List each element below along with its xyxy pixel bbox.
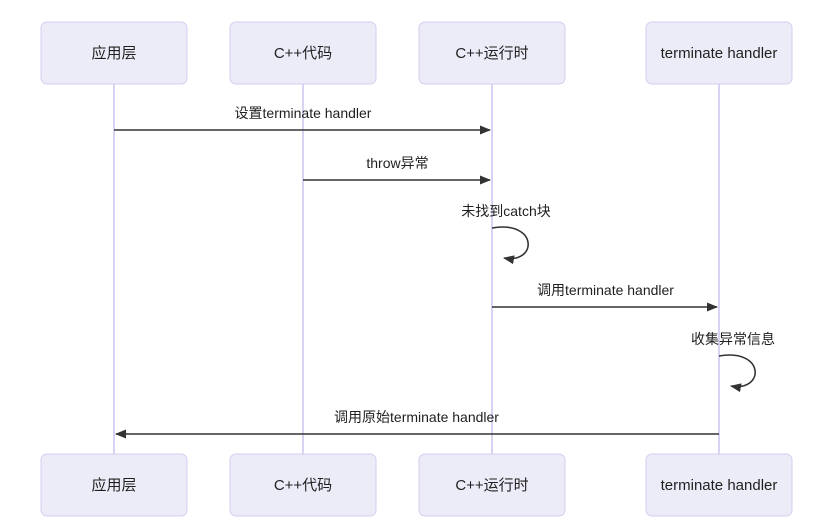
participant-label: 应用层 bbox=[91, 44, 136, 62]
participant-box bbox=[645, 453, 793, 517]
participant-cppcode-top[interactable]: C++代码 bbox=[229, 21, 377, 85]
self-message-arrow bbox=[718, 354, 756, 393]
message-3[interactable]: 未找到catch块 bbox=[461, 203, 551, 265]
message-label: 调用原始terminate handler bbox=[334, 409, 499, 425]
participant-label: C++运行时 bbox=[455, 477, 528, 494]
participant-label: terminate handler bbox=[661, 477, 778, 494]
message-label: throw异常 bbox=[366, 155, 428, 171]
message-6[interactable]: 调用原始terminate handler bbox=[115, 409, 719, 439]
message-2[interactable]: throw异常 bbox=[303, 155, 491, 185]
participant-app-bottom[interactable]: 应用层 bbox=[40, 453, 188, 517]
participant-label: terminate handler bbox=[661, 45, 778, 62]
participant-label: C++代码 bbox=[274, 477, 332, 494]
participant-label: C++代码 bbox=[274, 45, 332, 62]
participant-handler-bottom[interactable]: terminate handler bbox=[645, 453, 793, 517]
participant-handler-top[interactable]: terminate handler bbox=[645, 21, 793, 85]
participant-cppruntime-bottom[interactable]: C++运行时 bbox=[418, 453, 566, 517]
participant-box bbox=[418, 453, 566, 517]
participant-boxes-top: 应用层 C++代码 C++运行时 terminate handler bbox=[40, 21, 793, 85]
message-label: 设置terminate handler bbox=[235, 105, 372, 121]
participant-box bbox=[40, 453, 188, 517]
message-4[interactable]: 调用terminate handler bbox=[492, 282, 718, 312]
participant-box bbox=[645, 21, 793, 85]
message-label: 调用terminate handler bbox=[537, 282, 674, 298]
participant-cppcode-bottom[interactable]: C++代码 bbox=[229, 453, 377, 517]
messages-group: 设置terminate handler throw异常未找到catch块调用ter… bbox=[114, 105, 775, 439]
lifelines-group bbox=[113, 84, 720, 454]
participant-box bbox=[229, 21, 377, 85]
participant-label: 应用层 bbox=[91, 476, 136, 494]
participant-cppruntime-top[interactable]: C++运行时 bbox=[418, 21, 566, 85]
participant-box bbox=[229, 453, 377, 517]
participant-label: C++运行时 bbox=[455, 45, 528, 62]
participant-box bbox=[40, 21, 188, 85]
message-1[interactable]: 设置terminate handler bbox=[114, 105, 491, 135]
message-5[interactable]: 收集异常信息 bbox=[691, 331, 775, 393]
participant-app-top[interactable]: 应用层 bbox=[40, 21, 188, 85]
self-message-arrow bbox=[491, 226, 529, 265]
message-label: 未找到catch块 bbox=[461, 203, 550, 219]
message-label: 收集异常信息 bbox=[691, 331, 775, 347]
participant-box bbox=[418, 21, 566, 85]
participant-boxes-bottom: 应用层 C++代码 C++运行时 terminate handler bbox=[40, 453, 793, 517]
